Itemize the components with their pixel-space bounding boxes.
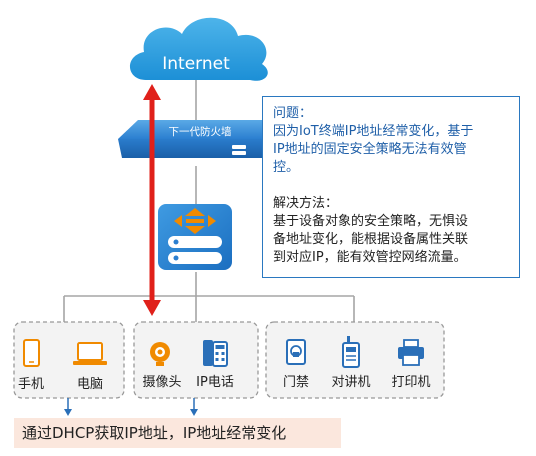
problem-text-line: 控。: [273, 160, 300, 175]
problem-text-line: 因为IoT终端IP地址经常变化，基于: [273, 124, 474, 139]
device-group-personal: [13, 321, 125, 399]
connection-lines: [63, 80, 355, 322]
internet-label: Internet: [162, 54, 230, 74]
solution-title: 解决方法：: [273, 196, 339, 211]
internet-cloud: Internet: [129, 17, 268, 81]
device-label-ip-phone: IP电话: [196, 375, 234, 390]
dhcp-note: 通过DHCP获取IP地址，IP地址经常变化: [14, 418, 341, 448]
firewall-led-icon: [232, 145, 246, 149]
device-label-computer: 电脑: [77, 377, 103, 392]
access-control-icon: [286, 339, 306, 365]
solution-text-line: 基于设备对象的安全策略，无惧设: [273, 214, 469, 229]
device-group-iot: [133, 321, 259, 399]
solution-text-line: 备地址变化，能根据设备属性关联: [273, 232, 469, 247]
device-label-printer: 打印机: [391, 375, 430, 390]
problem-title: 问题：: [273, 106, 313, 121]
device-label-intercom: 对讲机: [331, 375, 370, 390]
laptop-icon: [73, 342, 107, 365]
solution-text-line: 到对应IP，能有效管控网络流量。: [273, 250, 467, 265]
printer-icon: [398, 339, 424, 366]
intercom-icon: [342, 336, 360, 368]
problem-text-line: IP地址的固定安全策略无法有效管: [273, 142, 467, 157]
problem-solution-note: 问题： 因为IoT终端IP地址经常变化，基于 IP地址的固定安全策略无法有效管 …: [262, 96, 520, 278]
dhcp-arrows: [64, 398, 198, 416]
ip-phone-icon: [203, 340, 228, 367]
next-gen-firewall: 下一代防火墙: [118, 120, 280, 164]
device-label-camera: 摄像头: [142, 375, 181, 390]
firewall-label: 下一代防火墙: [169, 125, 232, 138]
switch-arrows-icon: [174, 208, 216, 234]
firewall-led-icon: [232, 151, 246, 155]
mobile-phone-icon: [23, 339, 40, 367]
camera-icon: [150, 342, 170, 366]
device-label-access-control: 门禁: [283, 375, 309, 390]
traffic-double-arrow: [143, 84, 161, 316]
switch-device: [158, 204, 232, 270]
device-label-phone: 手机: [18, 377, 44, 392]
